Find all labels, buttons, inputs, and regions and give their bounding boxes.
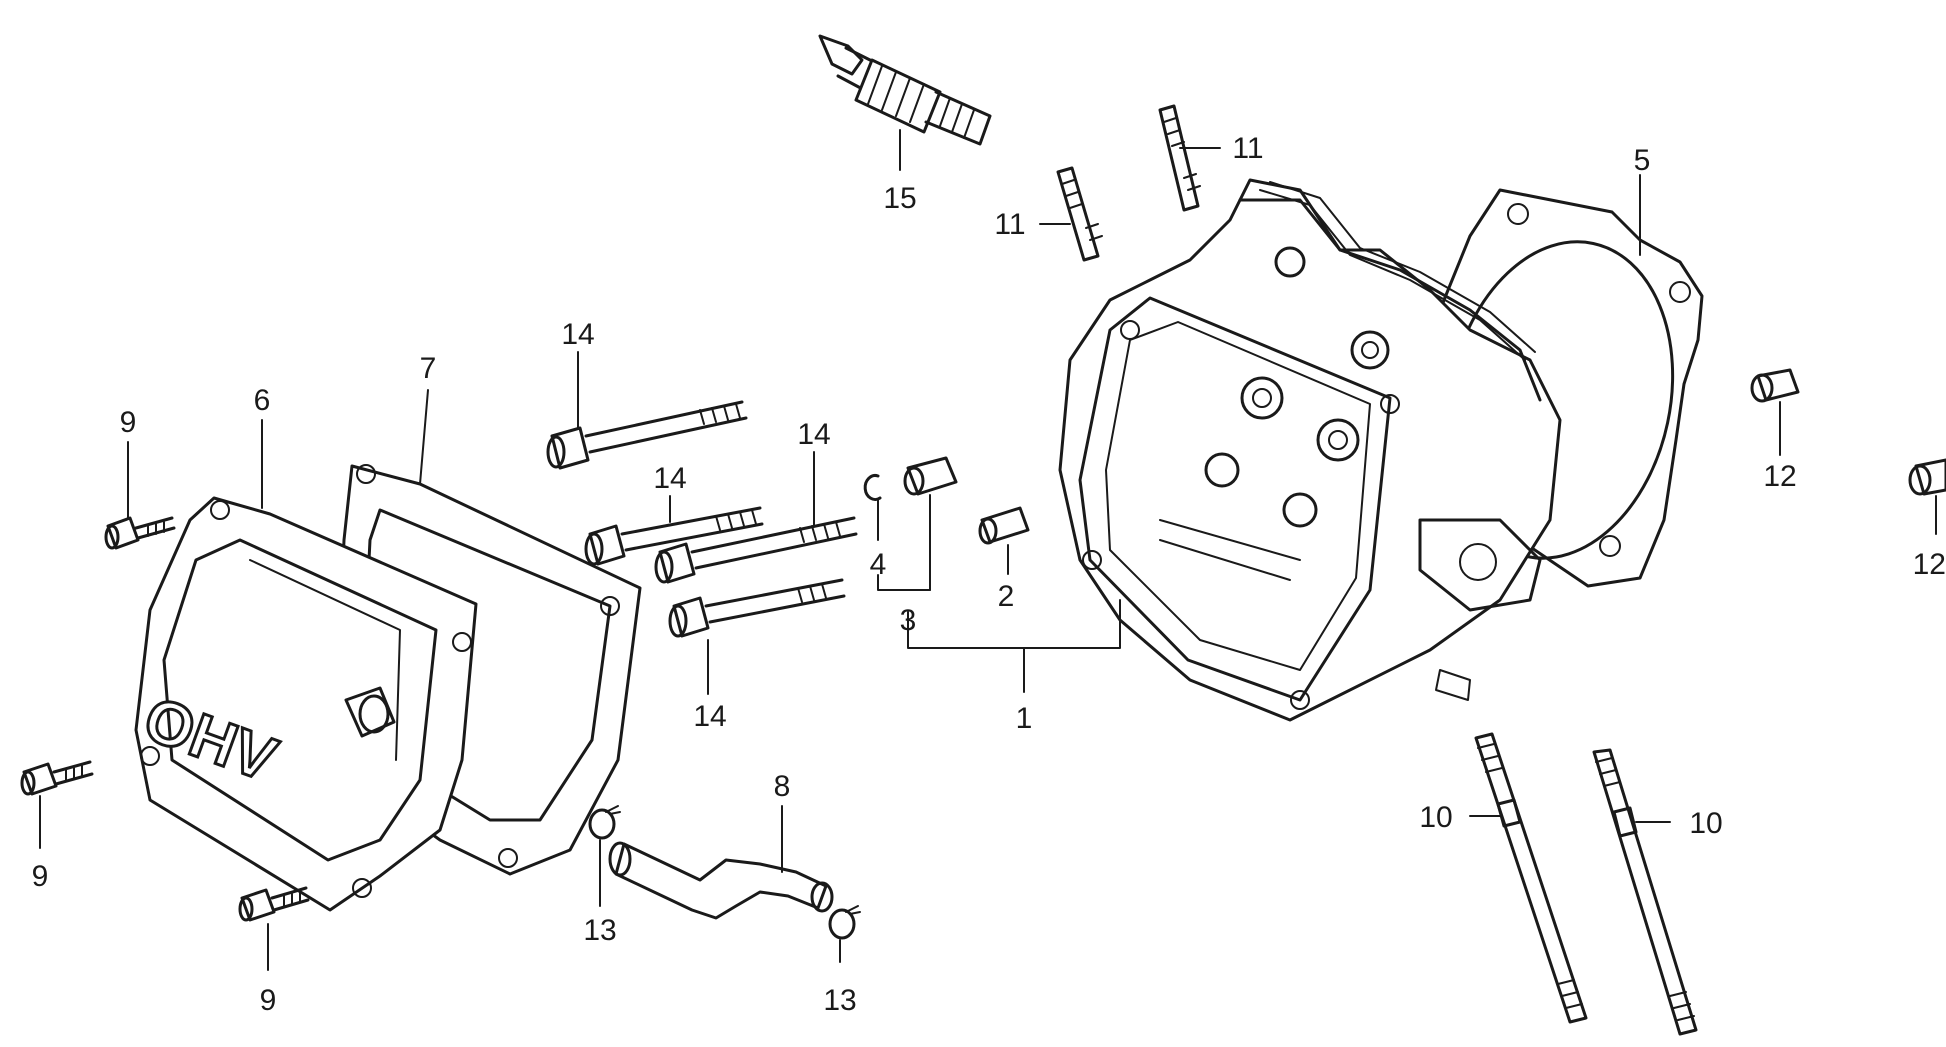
long-bolt: 14 <box>584 462 764 566</box>
label-4: 4 <box>870 548 887 581</box>
label-8: 8 <box>774 770 791 803</box>
hose-clamp: 13 <box>823 905 861 1017</box>
label-6: 6 <box>254 384 271 417</box>
label-9-top: 9 <box>120 406 137 439</box>
label-11-right: 11 <box>1232 132 1263 165</box>
flange-bolt: 9 <box>238 886 310 1017</box>
label-10-right: 10 <box>1689 807 1722 840</box>
label-14-top: 14 <box>561 318 594 351</box>
long-bolt: 14 <box>546 318 748 470</box>
flange-bolt: 9 <box>20 760 94 893</box>
stud-bolt: 11 <box>1158 104 1264 212</box>
label-13-right: 13 <box>823 984 856 1017</box>
dowel-pin <box>978 506 1030 545</box>
label-14-right: 14 <box>797 418 830 451</box>
label-13-left: 13 <box>583 914 616 947</box>
label-15: 15 <box>883 182 916 215</box>
spark-plug: 15 <box>818 34 992 215</box>
leader-lines: 2 4 3 1 <box>870 494 1121 735</box>
dowel-pin <box>903 456 958 496</box>
long-stud: 10 <box>1592 748 1723 1036</box>
rocker-cover: OHV 6 <box>134 384 478 912</box>
long-bolt: 14 <box>654 418 858 584</box>
label-3: 3 <box>900 604 917 637</box>
stud-bolt: 11 <box>994 166 1103 262</box>
label-12-right: 12 <box>1913 548 1946 581</box>
clip <box>863 474 882 501</box>
label-1: 1 <box>1016 702 1033 735</box>
label-14-middle: 14 <box>653 462 686 495</box>
plug: 12 <box>1750 368 1800 493</box>
plug: 12 <box>1908 458 1946 581</box>
long-bolt: 14 <box>668 578 846 733</box>
label-12-left: 12 <box>1763 460 1796 493</box>
label-5: 5 <box>1634 144 1651 177</box>
breather-tube: 8 <box>608 770 834 920</box>
label-7: 7 <box>420 352 437 385</box>
label-11-left: 11 <box>994 208 1025 241</box>
cylinder-head <box>1058 178 1562 722</box>
hose-clamp: 13 <box>583 805 621 947</box>
label-10-left: 10 <box>1419 801 1452 834</box>
label-14-bottom: 14 <box>693 700 726 733</box>
long-stud: 10 <box>1419 732 1588 1024</box>
label-2: 2 <box>998 580 1015 613</box>
label-9-left: 9 <box>32 860 49 893</box>
label-9-bottom: 9 <box>260 984 277 1017</box>
flange-bolt: 9 <box>104 406 176 550</box>
